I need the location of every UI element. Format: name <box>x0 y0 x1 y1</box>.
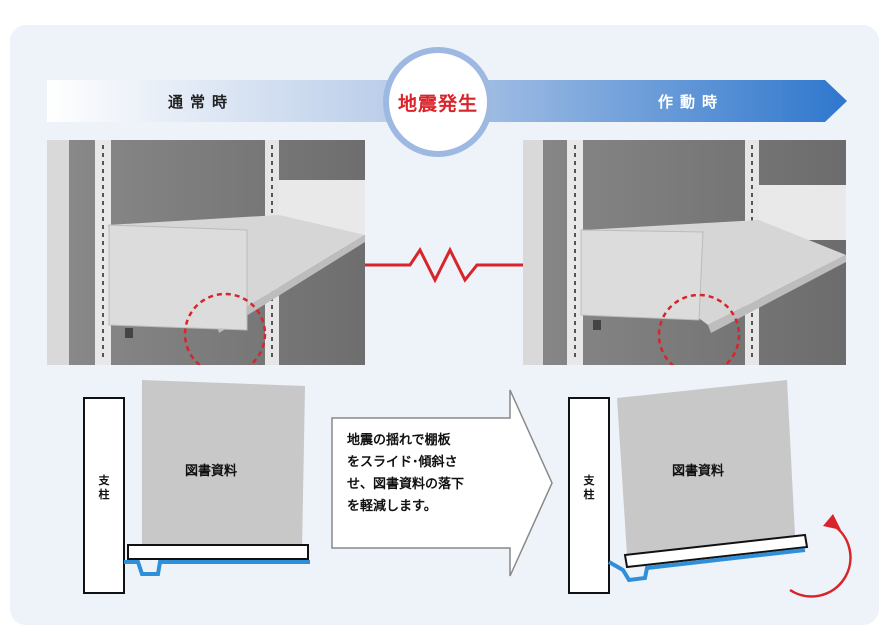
material-label-left: 図書資料 <box>185 464 238 479</box>
explanation-line: 地震の揺れで棚板 <box>347 433 451 448</box>
explanation-line: を軽減します。 <box>347 499 437 514</box>
vibration-zigzag <box>365 246 525 284</box>
shelf-normal-photo <box>47 140 365 365</box>
normal-state-label: 通常時 <box>168 93 235 111</box>
shelf-active-photo <box>523 140 846 365</box>
earthquake-event-circle: 地震発生 <box>383 47 493 157</box>
explanation-arrow <box>331 389 553 577</box>
pillar-label-right: 支柱 <box>583 474 595 501</box>
normal-cross-section <box>83 380 310 594</box>
material-label-right: 図書資料 <box>672 464 725 479</box>
explanation-text: 地震の揺れで棚板 をスライド･傾斜さ せ、図書資料の落下 を軽減します。 <box>347 430 517 518</box>
pillar-label-left: 支柱 <box>98 474 110 501</box>
active-cross-section <box>568 380 852 598</box>
active-state-label: 作動時 <box>658 93 725 111</box>
earthquake-event-label: 地震発生 <box>397 92 478 115</box>
explanation-line: をスライド･傾斜さ <box>347 455 458 470</box>
explanation-line: せ、図書資料の落下 <box>347 477 465 492</box>
